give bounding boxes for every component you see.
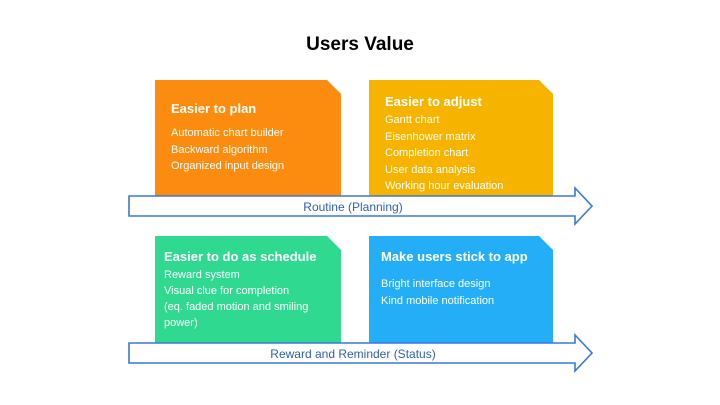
list-item: Reward system [164,269,240,281]
card-make-users-stick-to-app: Make users stick to app Bright interface… [369,236,553,343]
list-item: Kind mobile notification [381,294,495,307]
card-easier-to-do-as-schedule: Easier to do as schedule Reward system V… [155,236,341,343]
card-easier-to-adjust: Easier to adjust Gantt chart Eisenhower … [369,80,553,198]
reward-reminder-arrow [128,333,594,373]
card-title: Easier to do as schedule [164,249,317,264]
list-item: Backward algorithm [171,143,268,156]
card-title: Easier to plan [171,101,257,116]
card-easier-to-plan: Easier to plan Automatic chart builder B… [155,80,341,198]
reward-reminder-arrow-label: Reward and Reminder (Status) [270,347,436,361]
diagram-title: Users Value [306,34,414,55]
list-item: power) [164,317,198,329]
card-item-list: Reward system Visual clue for completion… [164,267,325,331]
list-item: Completion chart [385,147,469,159]
arrow-shape [128,333,594,373]
list-item: Gantt chart [385,114,440,126]
routine-arrow-label: Routine (Planning) [303,200,403,214]
list-item: Working hour evaluation [385,180,504,192]
list-item: Visual clue for completion [164,285,290,297]
list-item: Bright interface design [381,278,491,290]
card-title: Easier to adjust [385,94,482,109]
list-item: (eq. faded motion and smiling [164,301,309,313]
arrow-shape [128,186,594,226]
list-item: Eisenhower matrix [385,130,476,143]
list-item: Automatic chart builder [171,127,284,139]
card-title: Make users stick to app [381,249,528,264]
routine-arrow [128,186,594,226]
list-item: Organized input design [171,160,285,172]
card-item-list: Gantt chart Eisenhower matrix Completion… [385,112,537,195]
card-item-list: Bright interface design Kind mobile noti… [381,276,537,309]
list-item: User data analysis [385,163,476,176]
card-item-list: Automatic chart builder Backward algorit… [171,125,325,175]
